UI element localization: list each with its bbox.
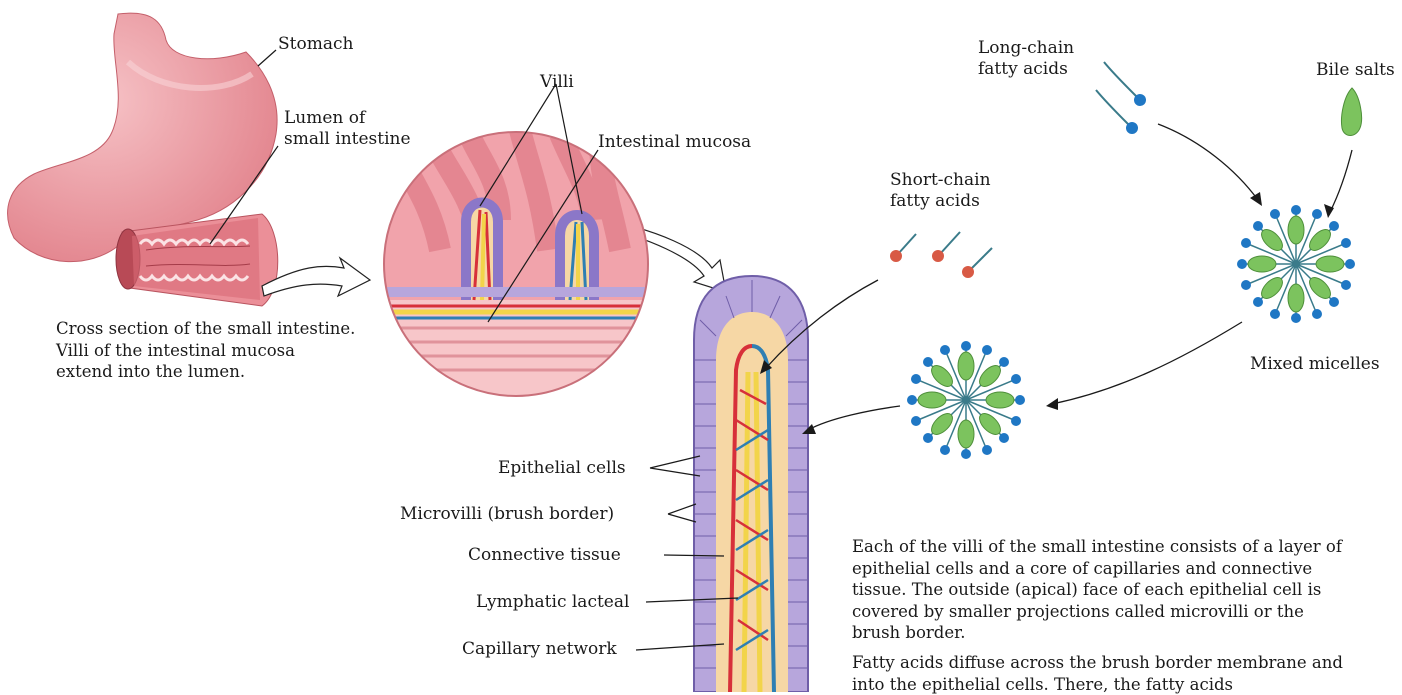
- villi-magnified-view: [380, 130, 660, 400]
- label-villi: Villi: [540, 72, 574, 93]
- label-short-chain: Short-chain fatty acids: [890, 170, 991, 212]
- label-bile-salts: Bile salts: [1316, 60, 1395, 81]
- label-stomach: Stomach: [278, 34, 353, 55]
- caption-cross-section: Cross section of the small intestine. Vi…: [56, 318, 356, 383]
- label-capillary-network: Capillary network: [462, 639, 617, 660]
- villus-detail: [694, 276, 808, 692]
- label-long-chain: Long-chain fatty acids: [978, 38, 1074, 80]
- arrow-heads: [760, 192, 1334, 434]
- long-chain-fatty-acids: [1096, 62, 1146, 134]
- label-epithelial-cells: Epithelial cells: [498, 458, 626, 479]
- label-intestinal-mucosa: Intestinal mucosa: [598, 132, 751, 153]
- mixed-micelle-2: [907, 341, 1025, 459]
- caption-diffuse-text: Fatty acids diffuse across the brush bor…: [852, 652, 1372, 695]
- bile-salt: [1341, 88, 1361, 136]
- caption-villi-text: Each of the villi of the small intestine…: [852, 536, 1352, 644]
- caption-diffuse: Fatty acids diffuse across the brush bor…: [852, 652, 1372, 695]
- label-connective-tissue: Connective tissue: [468, 545, 621, 566]
- label-mixed-micelles: Mixed micelles: [1250, 354, 1380, 375]
- label-lumen: Lumen of small intestine: [284, 108, 411, 150]
- caption-cross-section-text: Cross section of the small intestine. Vi…: [56, 318, 356, 383]
- caption-villi: Each of the villi of the small intestine…: [852, 536, 1352, 644]
- short-chain-fatty-acids: [890, 232, 992, 278]
- mixed-micelle-1: [1237, 205, 1355, 323]
- label-lymphatic-lacteal: Lymphatic lacteal: [476, 592, 629, 613]
- label-microvilli: Microvilli (brush border): [400, 504, 614, 525]
